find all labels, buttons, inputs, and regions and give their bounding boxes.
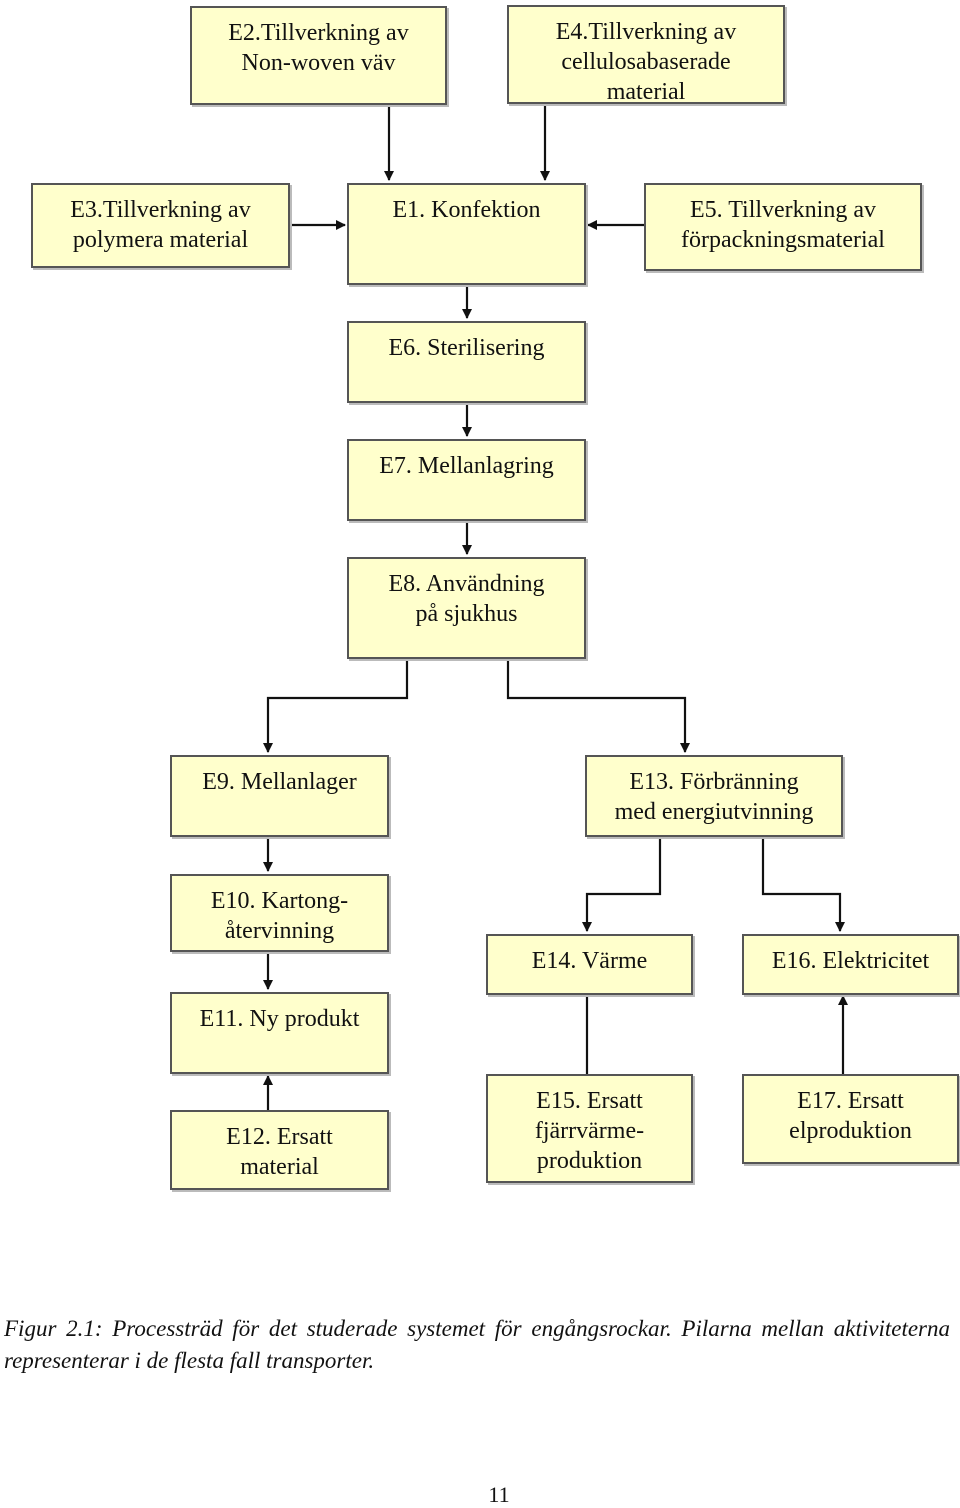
node-e3-line2: polymera material [72, 227, 249, 253]
node-e11: E11. Ny produkt [170, 992, 389, 1074]
node-e12: E12. Ersatt material [170, 1110, 389, 1190]
page-number: 11 [488, 1482, 510, 1507]
node-e7: E7. Mellanlagring [347, 439, 586, 521]
node-e3: E3.Tillverkning av polymera material [31, 183, 290, 268]
node-e3-line1: E3.Tillverkning av [70, 197, 251, 223]
node-e5: E5. Tillverkning av förpackningsmaterial [644, 183, 922, 271]
node-e15-line2: fjärrvärme- [534, 1118, 645, 1144]
node-e17-line1: E17. Ersatt [797, 1088, 904, 1114]
node-e13-line2: med energiutvinning [614, 799, 814, 825]
node-e13: E13. Förbränning med energiutvinning [585, 755, 843, 837]
node-e12-line2: material [240, 1154, 319, 1180]
node-e15-line3: produktion [536, 1148, 643, 1174]
node-e2-line1: E2.Tillverkning av [228, 20, 409, 46]
arrow-e13-to-e16 [761, 837, 845, 932]
node-e8: E8. Användning på sjukhus [347, 557, 586, 659]
node-e16: E16. Elektricitet [742, 934, 959, 995]
node-e4-line3: material [606, 79, 686, 104]
node-e14: E14. Värme [486, 934, 693, 995]
node-e2: E2.Tillverkning av Non-woven väv [190, 6, 447, 105]
node-e6: E6. Sterilisering [347, 321, 586, 403]
node-e4-line2: cellulosabaserade [561, 49, 731, 75]
node-e10-line1: E10. Kartong- [210, 888, 349, 914]
arrow-e8-to-e9 [263, 659, 409, 753]
node-e10-line2: återvinning [224, 918, 335, 944]
node-e9: E9. Mellanlager [170, 755, 389, 837]
node-e7-line1: E7. Mellanlagring [379, 453, 554, 479]
node-e1: E1. Konfektion [347, 183, 586, 285]
node-e17-line2: elproduktion [789, 1118, 912, 1144]
node-e16-line1: E16. Elektricitet [771, 948, 930, 974]
node-e17: E17. Ersatt elproduktion [742, 1074, 959, 1164]
node-e8-line2: på sjukhus [415, 601, 518, 627]
node-e5-line1: E5. Tillverkning av [689, 197, 876, 223]
node-e6-line1: E6. Sterilisering [388, 335, 545, 361]
node-e4-line1: E4.Tillverkning av [555, 19, 737, 45]
figure-caption: Figur 2.1: Processträd för det studerade… [4, 1316, 950, 1373]
node-e10: E10. Kartong- återvinning [170, 874, 389, 952]
node-e1-line1: E1. Konfektion [392, 197, 541, 223]
node-e9-line1: E9. Mellanlager [202, 769, 357, 795]
arrow-e8-to-e13 [506, 659, 690, 753]
node-e4: E4.Tillverkning av cellulosabaserade mat… [507, 5, 785, 104]
node-e13-line1: E13. Förbränning [629, 769, 799, 795]
node-e14-line1: E14. Värme [531, 948, 648, 974]
node-e11-line1: E11. Ny produkt [199, 1006, 360, 1032]
node-e2-line2: Non-woven väv [241, 50, 396, 76]
node-e5-line2: förpackningsmaterial [681, 227, 885, 253]
node-e15-line1: E15. Ersatt [536, 1088, 643, 1114]
arrow-e13-to-e14 [582, 837, 662, 932]
node-e12-line1: E12. Ersatt [226, 1124, 333, 1150]
node-e8-line1: E8. Användning [388, 571, 545, 597]
node-e15: E15. Ersatt fjärrvärme- produktion [486, 1074, 693, 1183]
